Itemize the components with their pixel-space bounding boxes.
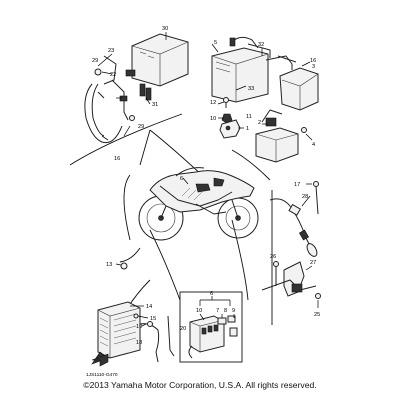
callout-6-bike: 6 xyxy=(180,176,183,182)
battery-cable xyxy=(231,36,259,49)
wire-harness-left xyxy=(84,53,152,144)
callout-2: 2 xyxy=(258,120,261,126)
ecu-connector xyxy=(125,69,136,77)
callout-28: 28 xyxy=(302,194,308,200)
callout-labels: 30 23 29 22 31 29 16 5 32 3 16 33 12 10 … xyxy=(86,26,320,378)
battery-box xyxy=(211,47,269,103)
bolt-29 xyxy=(129,115,135,121)
bolt-25 xyxy=(315,293,321,299)
callout-30: 30 xyxy=(162,26,168,32)
ecu-bracket xyxy=(103,55,117,85)
bracket-plate xyxy=(291,283,303,293)
rectifier-regulator-assembly xyxy=(91,301,149,367)
sensor-plug xyxy=(298,229,310,241)
fuse-box-lead xyxy=(188,345,193,359)
callout-3: 3 xyxy=(312,64,315,70)
harness-clip xyxy=(119,95,128,102)
callout-22: 22 xyxy=(110,72,116,78)
callout-12: 12 xyxy=(210,100,216,106)
battery-assembly xyxy=(211,36,319,111)
relay-cover xyxy=(279,67,319,111)
callout-29-upper: 29 xyxy=(92,58,98,64)
callout-11: 11 xyxy=(246,114,252,120)
bolt-4 xyxy=(301,127,307,133)
fuse-9 xyxy=(229,327,238,337)
screw-12 xyxy=(223,97,229,103)
callout-7: 7 xyxy=(216,308,219,314)
callout-10-fusebox: 10 xyxy=(196,308,202,314)
callout-32: 32 xyxy=(258,42,264,48)
section-connector-lines xyxy=(69,113,273,326)
bolt-26 xyxy=(273,261,279,267)
relay-terminal xyxy=(265,117,277,127)
harness-loop xyxy=(84,83,123,144)
callout-26: 26 xyxy=(270,254,276,260)
callout-27: 27 xyxy=(310,260,316,266)
callout-13: 13 xyxy=(106,262,112,268)
fuse-8 xyxy=(227,315,236,323)
callout-15: 15 xyxy=(150,316,156,322)
motorcycle-silhouette xyxy=(138,167,259,241)
fuse-7 xyxy=(217,317,227,325)
rectifier-regulator xyxy=(97,301,141,359)
copyright-notice: ©2013 Yamaha Motor Corporation, U.S.A. A… xyxy=(83,380,317,390)
callout-20: 20 xyxy=(180,326,186,332)
callout-17: 17 xyxy=(294,182,300,188)
callout-14: 14 xyxy=(146,304,152,310)
cable-18 xyxy=(167,315,175,357)
ecu-assembly xyxy=(103,32,189,87)
fuse-box-frame xyxy=(179,291,243,363)
callout-1: 1 xyxy=(246,126,249,132)
fuse-and-relay-parts xyxy=(217,97,313,163)
callout-31: 31 xyxy=(152,102,158,108)
bolt-23 xyxy=(94,68,102,76)
callout-19: 19 xyxy=(136,324,142,330)
relay-plug xyxy=(139,83,146,97)
bolt-13-group xyxy=(115,262,128,270)
sensor-body xyxy=(306,243,318,257)
callout-5: 5 xyxy=(214,40,217,46)
callout-4: 4 xyxy=(312,142,315,148)
callout-8: 8 xyxy=(224,308,227,314)
starter-relay-2 xyxy=(255,127,299,163)
callout-16-left: 16 xyxy=(114,156,120,162)
callout-9: 9 xyxy=(232,308,235,314)
fuse-box-assembly xyxy=(179,291,243,363)
cable-tie-17 xyxy=(315,185,319,215)
callout-10-upper: 10 xyxy=(210,116,216,122)
windscreen xyxy=(175,167,205,177)
screw-15 xyxy=(133,313,139,319)
bracket-19 xyxy=(139,323,160,353)
callout-29-lower: 29 xyxy=(138,124,144,130)
bolt-13 xyxy=(120,262,128,270)
callout-18: 18 xyxy=(136,340,142,346)
callout-25: 25 xyxy=(314,312,320,318)
sensor-cable-assembly xyxy=(269,181,319,257)
battery-band xyxy=(265,55,293,70)
callout-16-right: 16 xyxy=(310,58,316,64)
sensor-bracket-assembly xyxy=(261,261,321,308)
callout-23: 23 xyxy=(108,48,114,54)
callout-33: 33 xyxy=(248,86,254,92)
bracket-19-group xyxy=(139,315,175,363)
figure-code: 1JS1110-G470 xyxy=(86,372,118,378)
callout-6-fusebox: 6 xyxy=(210,291,213,297)
